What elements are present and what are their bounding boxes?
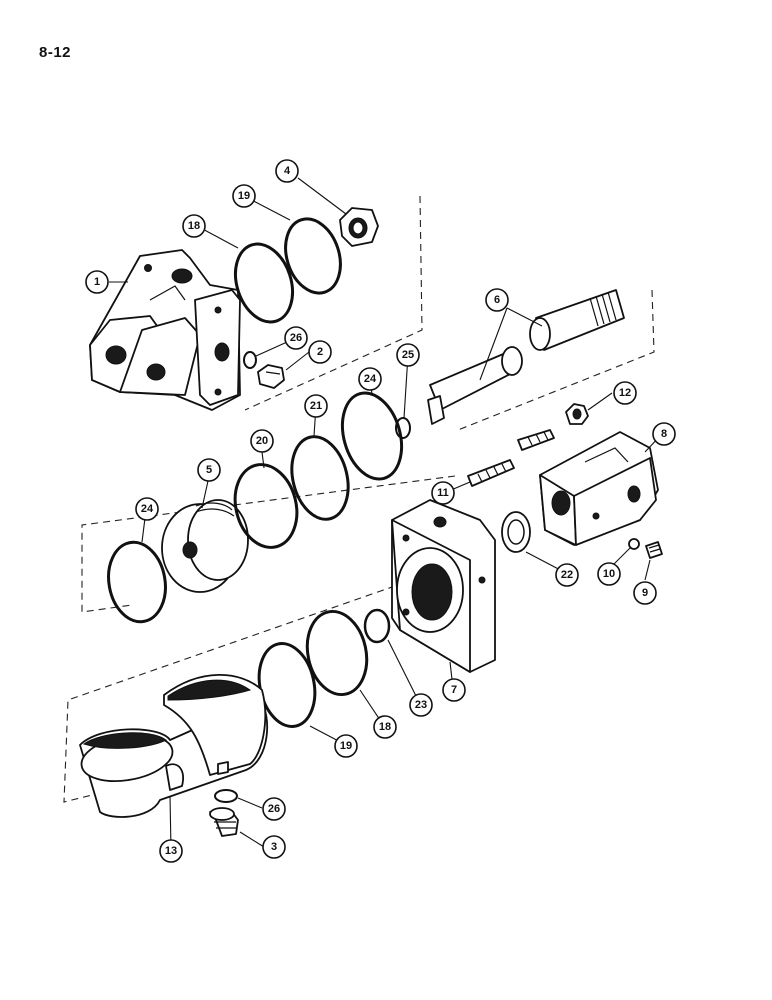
callout-18-top: 18 <box>182 214 206 238</box>
callout-18-bottom: 18 <box>373 715 397 739</box>
callout-12: 12 <box>613 381 637 405</box>
callout-label: 18 <box>379 721 391 733</box>
part-ring-21 <box>290 435 350 521</box>
part-cylinder-barrel <box>79 674 269 818</box>
callout-label: 24 <box>141 503 154 515</box>
part-end-cap <box>89 249 241 411</box>
callout-label: 23 <box>415 699 427 711</box>
callout-10: 10 <box>597 562 621 586</box>
part-ball <box>628 538 640 550</box>
part-jam-nut <box>565 403 589 425</box>
callout-8: 8 <box>652 422 676 446</box>
callout-4: 4 <box>275 159 299 183</box>
callout-13: 13 <box>159 839 183 863</box>
callout-label: 19 <box>340 740 352 752</box>
callout-label: 10 <box>603 568 615 580</box>
callout-label: 25 <box>402 349 414 361</box>
leader-lines <box>109 177 663 851</box>
page-number: 8-12 <box>39 44 72 61</box>
callout-label: 24 <box>364 373 377 385</box>
callout-7: 7 <box>442 678 466 702</box>
callout-1: 1 <box>85 270 109 294</box>
callout-label: 21 <box>310 400 322 412</box>
part-piston <box>161 499 249 593</box>
callout-label: 8 <box>661 428 667 440</box>
callout-label: 20 <box>256 435 268 447</box>
callout-label: 1 <box>94 276 100 288</box>
part-rod-end-head <box>391 499 496 673</box>
callout-19-top: 19 <box>232 184 256 208</box>
callout-label: 7 <box>451 684 457 696</box>
callout-26-top: 26 <box>284 326 308 350</box>
callout-21: 21 <box>304 394 328 418</box>
callout-26-bottom: 26 <box>262 797 286 821</box>
callout-label: 12 <box>619 387 631 399</box>
part-clevis-block <box>539 431 659 546</box>
callout-23: 23 <box>409 693 433 717</box>
part-ring-25 <box>395 417 411 439</box>
callout-label: 11 <box>437 487 449 499</box>
callout-25: 25 <box>396 343 420 367</box>
part-small-seal-bottom <box>214 789 238 803</box>
callout-24-left: 24 <box>135 497 159 521</box>
part-hex-nut <box>339 207 379 247</box>
part-plug-top <box>257 364 285 389</box>
part-o-ring-top <box>284 217 342 295</box>
part-ring-20 <box>233 463 299 549</box>
part-backup-ring-bottom <box>305 609 369 697</box>
callout-label: 5 <box>206 464 212 476</box>
callout-label: 6 <box>494 294 500 306</box>
part-rod-seal <box>501 511 531 553</box>
callout-2: 2 <box>308 340 332 364</box>
callout-5: 5 <box>197 458 221 482</box>
callout-20: 20 <box>250 429 274 453</box>
callout-6: 6 <box>485 288 509 312</box>
callout-22: 22 <box>555 563 579 587</box>
part-set-screw <box>645 541 663 559</box>
callout-label: 26 <box>290 332 302 344</box>
callout-label: 18 <box>188 220 200 232</box>
part-small-seal-top <box>243 351 257 369</box>
callout-3: 3 <box>262 835 286 859</box>
part-wear-ring-left <box>107 540 167 624</box>
callout-label: 3 <box>271 841 277 853</box>
callout-9: 9 <box>633 581 657 605</box>
part-wear-ring-right <box>340 391 404 481</box>
assembly-guide-lines <box>63 195 655 803</box>
callout-label: 9 <box>642 587 648 599</box>
callout-label: 22 <box>561 569 573 581</box>
callout-24-right: 24 <box>358 367 382 391</box>
part-plug-bottom <box>209 807 239 837</box>
part-studs <box>467 429 555 487</box>
callout-label: 26 <box>268 803 280 815</box>
callout-label: 13 <box>165 845 177 857</box>
callout-label: 2 <box>317 346 323 358</box>
part-backup-ring-top <box>234 242 294 324</box>
part-ring-23 <box>363 608 391 644</box>
callout-label: 4 <box>284 165 291 177</box>
callout-19-bottom: 19 <box>334 734 358 758</box>
callout-label: 19 <box>238 190 250 202</box>
callout-11: 11 <box>431 481 455 505</box>
part-piston-rod <box>427 289 625 425</box>
